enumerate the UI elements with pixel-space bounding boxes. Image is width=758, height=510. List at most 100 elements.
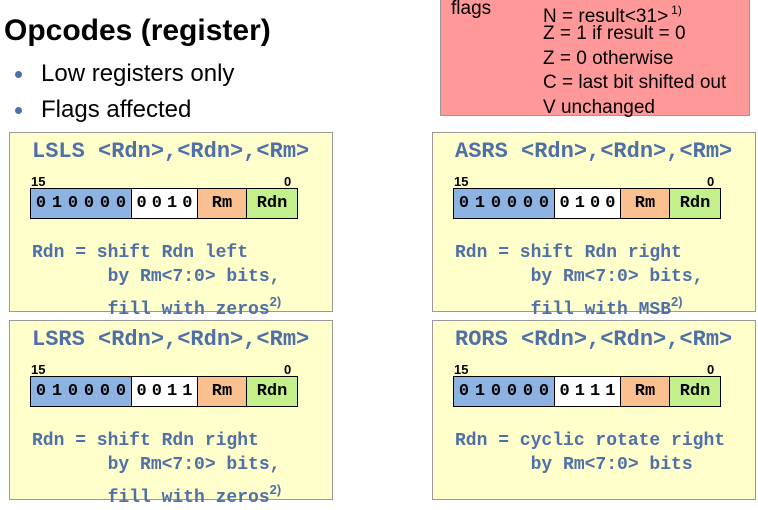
description-line: by Rm<7:0> bits, <box>455 265 704 289</box>
bit-digit: 1 <box>574 382 585 401</box>
bit-index-low: 0 <box>707 362 715 377</box>
description-line: Rdn = shift Rdn right <box>32 429 281 453</box>
bit-digit: 0 <box>67 194 79 213</box>
bit-digit: 0 <box>559 194 570 213</box>
flag-line-c: C = last bit shifted out <box>543 71 726 95</box>
footnote-marker: 2) <box>269 293 282 309</box>
bit-index-low: 0 <box>284 362 292 377</box>
rm-field: Rm <box>198 189 247 218</box>
bullet-item: Low registers only <box>14 56 234 92</box>
flag-text: Z = 1 if result = 0 <box>543 23 686 45</box>
description-text: fill with zeros <box>32 299 270 320</box>
bit-digit: 0 <box>99 382 111 401</box>
bit-digit: 0 <box>136 194 147 213</box>
bit-digit: 0 <box>67 382 79 401</box>
bullet-dot-icon <box>15 106 22 114</box>
bit-digit: 0 <box>99 194 111 213</box>
bit-digit: 0 <box>458 382 470 401</box>
flag-text: C = last bit shifted out <box>543 72 727 94</box>
instruction-description: Rdn = shift Rdn right by Rm<7:0> bits, f… <box>455 241 703 322</box>
bullet-text: Low registers only <box>41 60 235 87</box>
rdn-field: Rdn <box>247 377 297 406</box>
bullet-item: Flags affected <box>14 92 234 128</box>
bit-digit: 0 <box>506 382 518 401</box>
bit-digit: 0 <box>151 382 162 401</box>
description-line: Rdn = shift Rdn left <box>32 241 281 265</box>
rdn-field: Rdn <box>670 377 720 406</box>
rm-field: Rm <box>198 377 247 406</box>
bit-digit: 0 <box>35 382 47 401</box>
bit-digit: 0 <box>83 382 95 401</box>
flag-line-n: N = result<31>1) <box>543 0 726 27</box>
bit-digit: 0 <box>538 194 550 213</box>
bit-index-high: 15 <box>454 362 469 377</box>
description-line: fill with zeros2) <box>32 290 282 322</box>
bit-digit: 1 <box>474 382 486 401</box>
bit-digit: 0 <box>490 194 502 213</box>
instruction-signature: LSRS <Rdn>,<Rdn>,<Rm> <box>32 327 310 352</box>
bit-digit: 0 <box>136 382 147 401</box>
bit-digit: 0 <box>83 194 95 213</box>
bit-digit: 0 <box>115 382 127 401</box>
rm-field: Rm <box>621 377 670 406</box>
description-line: by Rm<7:0> bits <box>455 453 725 477</box>
bit-digit: 1 <box>51 194 63 213</box>
footnote-marker: 1) <box>671 3 682 17</box>
bit-digit: 0 <box>522 194 534 213</box>
description-line: by Rm<7:0> bits, <box>32 453 281 477</box>
description-line: fill with zeros2) <box>32 478 282 510</box>
bit-digit: 0 <box>182 194 193 213</box>
rdn-field: Rdn <box>247 189 297 218</box>
bit-digit: 0 <box>151 194 162 213</box>
bit-digit: 0 <box>538 382 550 401</box>
bit-digit: 1 <box>574 194 585 213</box>
bit-digit: 0 <box>605 194 616 213</box>
bit-digit: 0 <box>522 382 534 401</box>
bullet-list: Low registers only Flags affected <box>14 56 234 128</box>
flag-text: Z = 0 otherwise <box>543 47 674 69</box>
bit-index-low: 0 <box>707 174 715 189</box>
rdn-field: Rdn <box>670 189 720 218</box>
bit-index-high: 15 <box>31 174 46 189</box>
bit-digit: 1 <box>51 382 63 401</box>
flag-text: N = result<31> <box>543 6 669 27</box>
footnote-marker: 2) <box>269 481 282 497</box>
bit-digit: 0 <box>590 194 601 213</box>
slide-title: Opcodes (register) <box>4 14 271 47</box>
instruction-signature: ASRS <Rdn>,<Rdn>,<Rm> <box>455 139 733 164</box>
bit-index-high: 15 <box>31 362 46 377</box>
bit-digit: 0 <box>35 194 47 213</box>
instruction-signature: RORS <Rdn>,<Rdn>,<Rm> <box>455 327 733 352</box>
flag-line-z1: Z = 1 if result = 0 <box>543 22 726 46</box>
flag-line-z0: Z = 0 otherwise <box>543 47 726 71</box>
bit-digit: 0 <box>506 194 518 213</box>
flags-lines: N = result<31>1) Z = 1 if result = 0 Z =… <box>543 0 726 120</box>
description-line: Rdn = cyclic rotate right <box>455 429 725 453</box>
bit-digit: 1 <box>167 194 178 213</box>
bullet-text: Flags affected <box>41 96 192 123</box>
instruction-description: Rdn = cyclic rotate right by Rm<7:0> bit… <box>455 429 725 478</box>
instruction-description: Rdn = shift Rdn left by Rm<7:0> bits, fi… <box>32 241 281 322</box>
bit-digit: 0 <box>490 382 502 401</box>
description-line: by Rm<7:0> bits, <box>32 265 281 289</box>
bit-digit: 1 <box>474 194 486 213</box>
description-text: by Rm<7:0> bits, <box>455 267 704 288</box>
instruction-description: Rdn = shift Rdn right by Rm<7:0> bits, f… <box>32 429 281 510</box>
flags-label: flags <box>451 0 492 19</box>
